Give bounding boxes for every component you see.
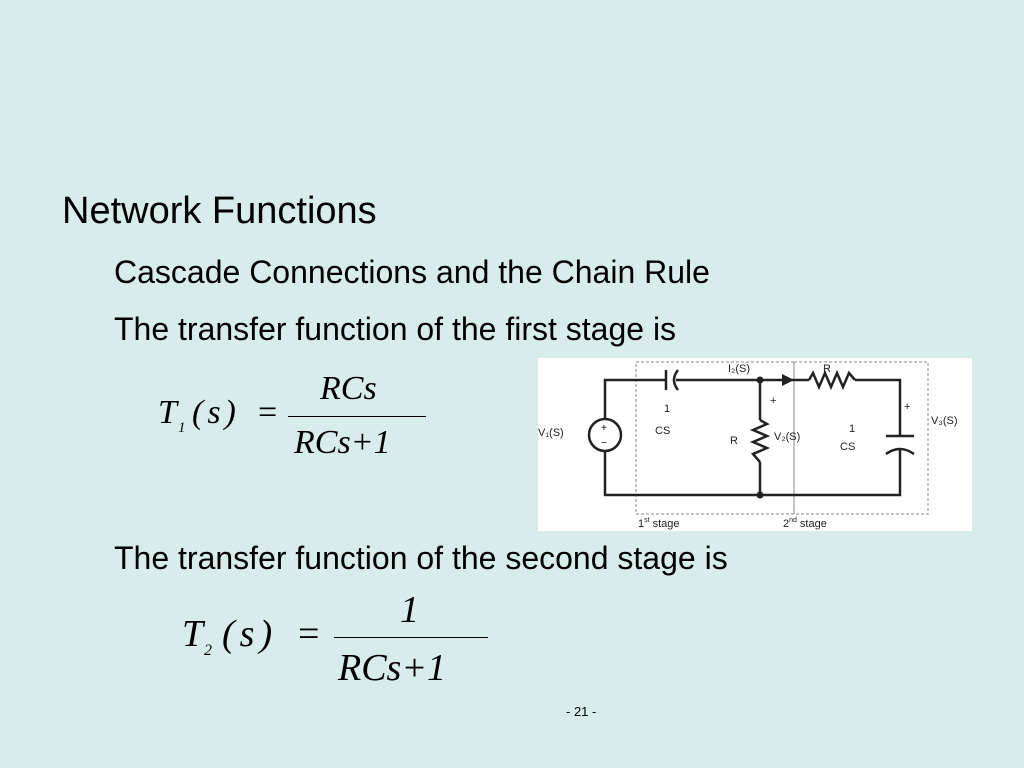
- resistor2-zigzag: [807, 369, 856, 391]
- v2-plus: +: [770, 395, 776, 407]
- eq2-argument: (s): [222, 613, 278, 655]
- current-arrow: [782, 374, 794, 386]
- subtitle-cascade: Cascade Connections and the Chain Rule: [114, 254, 710, 290]
- equation-t1: T 1 (s) = RCs RCs+1: [158, 370, 438, 470]
- cap1-label-top: 1: [664, 403, 670, 415]
- eq1-subscript: 1: [178, 420, 186, 436]
- stage1-box: [635, 361, 795, 515]
- eq1-denominator: RCs+1: [294, 424, 391, 461]
- eq2-denominator: RCs+1: [338, 647, 446, 689]
- source-label: V₁(S): [538, 427, 564, 439]
- wire-r2-right: [855, 378, 902, 436]
- v3-plus: +: [904, 401, 910, 413]
- eq1-argument: (s): [192, 394, 240, 431]
- cap1-plate-right: [672, 369, 680, 391]
- current-label: I₂(S): [728, 363, 750, 375]
- eq2-equals: =: [298, 613, 320, 655]
- junction-bottom: [756, 491, 764, 499]
- wire-left-top: [603, 378, 665, 420]
- equation-t2: T 2 (s) = 1 RCs+1: [182, 588, 502, 693]
- eq1-fraction-bar: [288, 416, 426, 417]
- second-stage-text: The transfer function of the second stag…: [114, 540, 728, 576]
- eq1-numerator: RCs: [320, 370, 377, 407]
- cap2-label-top: 1: [849, 423, 855, 435]
- v2-label: V₂(S): [774, 431, 800, 443]
- slide-title: Network Functions: [62, 190, 377, 232]
- source-minus: −: [601, 438, 607, 449]
- circuit-diagram: + − V₁(S) I₂(S) 1 CS R + V₂(S) R 1 CS: [538, 358, 972, 531]
- source-plus: +: [601, 423, 607, 434]
- source-symbol: [587, 417, 623, 453]
- page-number: - 21 -: [566, 704, 597, 719]
- stage2-box: [793, 361, 929, 515]
- eq1-T: T: [158, 394, 177, 431]
- eq2-fraction-bar: [334, 637, 488, 638]
- wire-left-bottom: [603, 450, 902, 497]
- v3-label: V₃(S): [931, 415, 957, 427]
- cap1-label-bottom: CS: [655, 425, 670, 437]
- circuit-svg: + − V₁(S) I₂(S) 1 CS R + V₂(S) R 1 CS: [538, 361, 957, 530]
- cap2-label-bottom: CS: [840, 441, 855, 453]
- eq2-T: T: [182, 613, 204, 655]
- junction-top: [756, 376, 764, 384]
- resistor1-label: R: [730, 435, 738, 447]
- resistor1-zigzag: [749, 418, 771, 463]
- eq2-subscript: 2: [204, 642, 212, 659]
- first-stage-text: The transfer function of the first stage…: [114, 311, 677, 347]
- eq2-numerator: 1: [400, 589, 419, 631]
- resistor2-label: R: [823, 363, 831, 375]
- eq1-equals: =: [258, 394, 278, 431]
